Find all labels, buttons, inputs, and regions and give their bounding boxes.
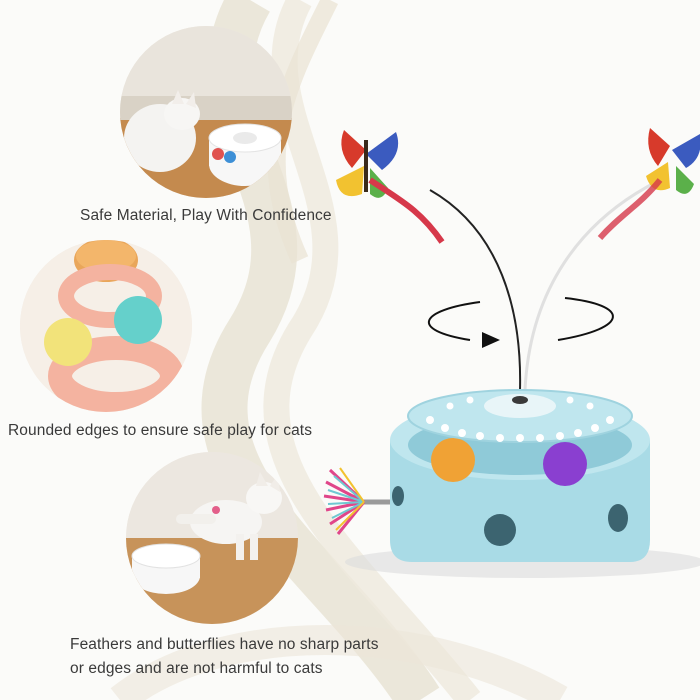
feature-caption-safe-material: Safe Material, Play With Confidence xyxy=(80,207,332,224)
feather-wand-secondary xyxy=(523,178,661,391)
feather-ribbon-secondary xyxy=(597,178,663,240)
rotation-arrow-left-icon xyxy=(427,301,481,341)
feature-caption-rounded-edges: Rounded edges to ensure safe play for ca… xyxy=(8,422,313,439)
butterfly-icon-secondary xyxy=(646,128,700,194)
rotation-arrow-right-icon xyxy=(557,297,614,341)
feature-photo-rounded-rings xyxy=(20,240,192,412)
feather-tassel-icon xyxy=(323,467,390,535)
feature-caption-feathers-line2: or edges and are not harmful to cats xyxy=(70,660,323,677)
feather-ribbon xyxy=(368,177,445,244)
feature-caption-feathers-line1: Feathers and butterflies have no sharp p… xyxy=(70,636,379,653)
product-cat-toy xyxy=(323,128,700,578)
butterfly-icon xyxy=(336,130,399,198)
feature-photo-cat-with-toy xyxy=(120,26,292,198)
feather-wand xyxy=(429,189,522,391)
feature-photo-cat-with-feather xyxy=(126,452,298,624)
